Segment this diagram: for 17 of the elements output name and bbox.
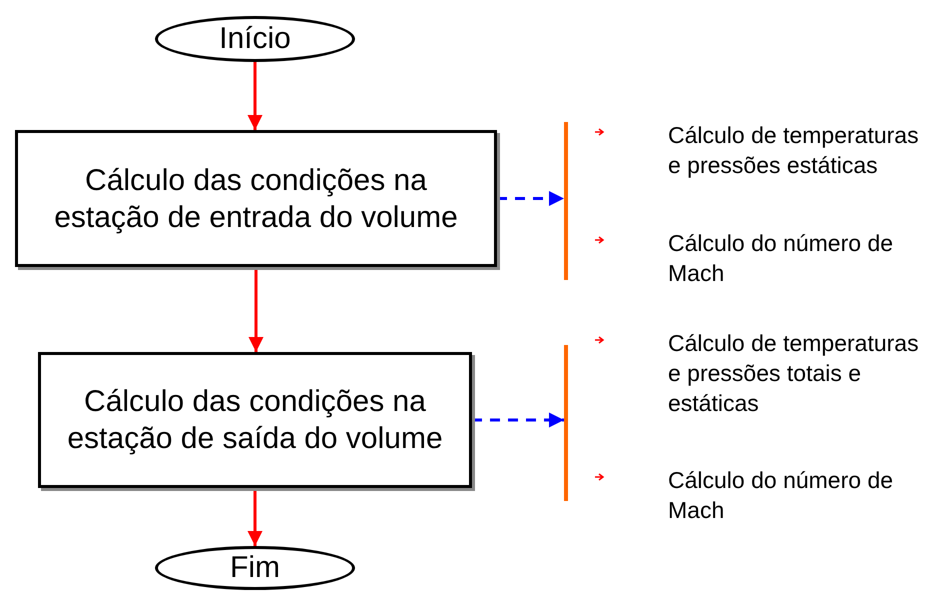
bullet-text: Cálculo de temperaturas e pressões totais e estáticas [668, 329, 920, 418]
bracket-bar [564, 345, 568, 501]
arrow [248, 488, 262, 546]
arrow [497, 191, 564, 206]
node-text: Fim [230, 553, 280, 583]
arrow [248, 267, 264, 352]
process-box [38, 352, 472, 488]
bracket-bar [564, 122, 568, 280]
node-text: Cálculo das condições na estação de entrada do volume [53, 162, 459, 236]
bullet-text: Cálculo do número de Mach [668, 466, 894, 525]
process-box [15, 130, 497, 267]
bullet-text: Cálculo de temperaturas e pressões estáticas [668, 121, 920, 180]
bullet-text: Cálculo do número de Mach [668, 229, 894, 288]
node-text: Início [219, 24, 291, 54]
arrow [472, 412, 564, 428]
node-text: Cálculo das condições na estação de saída do volume [66, 384, 444, 457]
arrow [248, 62, 262, 130]
